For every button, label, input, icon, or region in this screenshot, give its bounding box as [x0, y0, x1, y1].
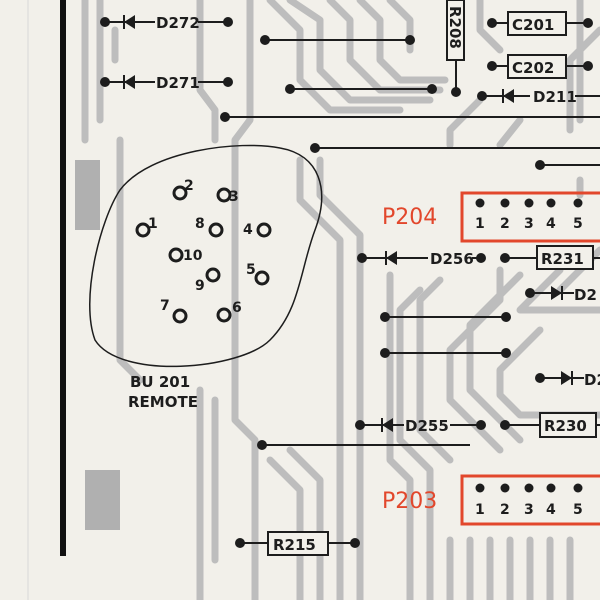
svg-text:R231: R231: [541, 250, 584, 268]
svg-text:4: 4: [243, 222, 253, 238]
svg-text:D2: D2: [574, 286, 597, 304]
svg-text:5: 5: [246, 262, 256, 278]
svg-text:1: 1: [148, 216, 158, 232]
svg-text:R215: R215: [273, 536, 316, 554]
svg-text:R230: R230: [544, 417, 587, 435]
svg-text:3: 3: [229, 189, 239, 205]
svg-text:D256: D256: [430, 250, 474, 268]
svg-text:7: 7: [160, 298, 170, 314]
capacitor-c201: C201: [487, 11, 593, 36]
resistor-r208: R208: [446, 0, 465, 97]
svg-text:D272: D272: [156, 14, 200, 32]
svg-text:P203: P203: [382, 489, 437, 514]
svg-text:D255: D255: [405, 417, 449, 435]
svg-text:2: 2: [500, 502, 510, 518]
svg-text:C201: C201: [512, 16, 554, 34]
diode-d272: D272: [100, 14, 233, 32]
connector-bu201: 1 2 3 4 5 6 7 8 9 10 BU 201 REMOTE: [89, 144, 323, 411]
svg-text:5: 5: [573, 216, 583, 232]
svg-text:2: 2: [500, 216, 510, 232]
diode-d2-lower: D2: [535, 371, 600, 389]
diode-d2-upper: D2: [525, 286, 597, 304]
resistor-r231: R231: [500, 245, 600, 270]
svg-text:D271: D271: [156, 74, 200, 92]
diode-d256: D256: [357, 250, 486, 268]
diode-d271: D271: [100, 74, 233, 92]
resistor-r215: R215: [235, 531, 360, 556]
svg-text:10: 10: [183, 248, 203, 264]
svg-text:D211: D211: [533, 88, 577, 106]
svg-text:2: 2: [184, 178, 194, 194]
ground-pad: [85, 470, 120, 530]
connector-pins: [135, 185, 272, 324]
ground-pad: [75, 160, 100, 230]
diode-d211: D211: [477, 88, 600, 106]
svg-text:4: 4: [546, 502, 556, 518]
svg-text:P204: P204: [382, 205, 437, 230]
svg-text:REMOTE: REMOTE: [128, 393, 198, 411]
svg-text:3: 3: [524, 502, 534, 518]
svg-text:R208: R208: [446, 6, 464, 49]
capacitor-c202: C202: [487, 54, 593, 79]
diode-d255: D255: [355, 417, 486, 435]
connector-p203: P203 1 2 3 4 5: [382, 474, 600, 526]
connector-p204: P204 1 2 3 4 5: [382, 191, 600, 243]
svg-text:3: 3: [524, 216, 534, 232]
svg-text:1: 1: [475, 216, 485, 232]
svg-text:D2: D2: [584, 371, 600, 389]
svg-text:BU 201: BU 201: [130, 373, 190, 391]
svg-text:8: 8: [195, 216, 205, 232]
board-outline-bar: [60, 0, 66, 556]
svg-text:6: 6: [232, 300, 242, 316]
svg-text:C202: C202: [512, 59, 554, 77]
svg-text:9: 9: [195, 278, 205, 294]
resistor-r230: R230: [500, 412, 600, 438]
svg-text:4: 4: [546, 216, 556, 232]
svg-text:5: 5: [573, 502, 583, 518]
svg-text:1: 1: [475, 502, 485, 518]
jumper-wires: [220, 35, 600, 450]
